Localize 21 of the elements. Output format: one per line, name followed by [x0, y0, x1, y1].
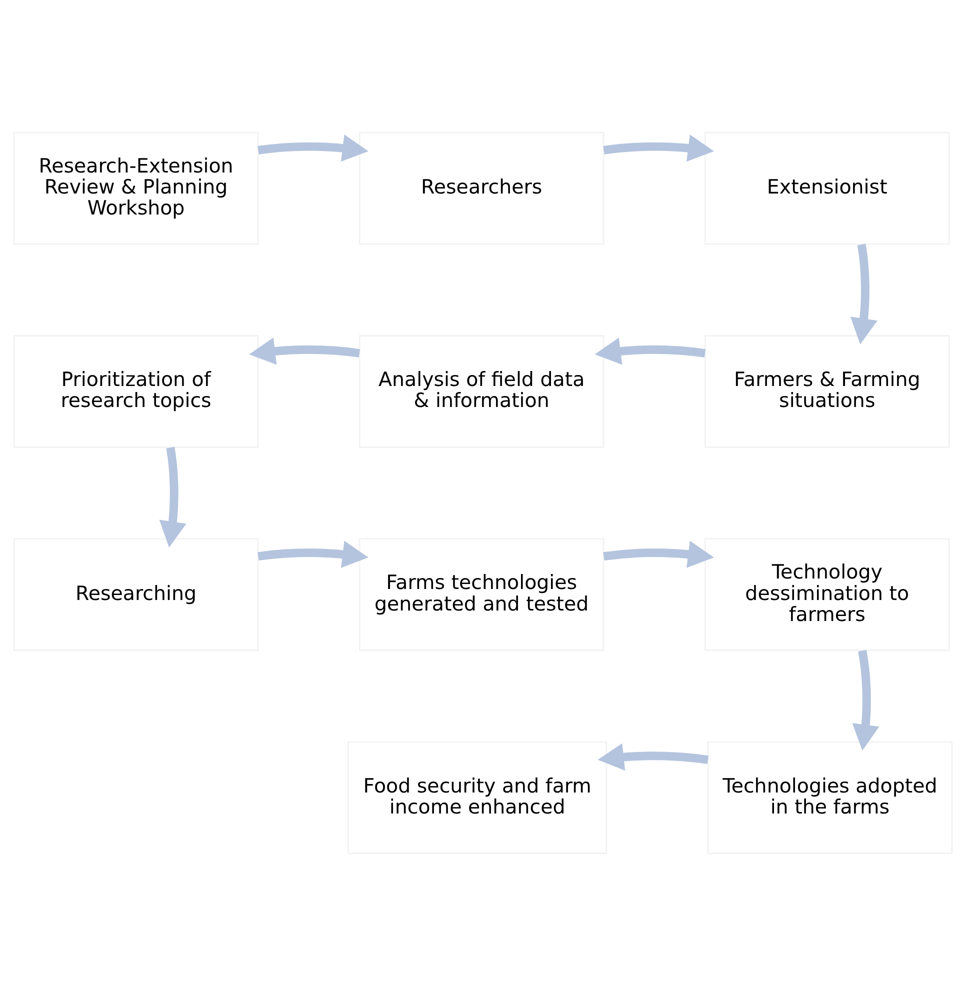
- node-box: Farms technologies generated and tested: [358, 538, 604, 651]
- arrow: [603, 134, 714, 162]
- node-box: Researching: [13, 538, 259, 651]
- arrow: [258, 540, 368, 568]
- arrow: [159, 446, 186, 548]
- node-box: Analysis of field data & information: [358, 335, 604, 448]
- node-box: Food security and farm income enhanced: [348, 741, 608, 854]
- node-box: Prioritization of research topics: [13, 335, 259, 448]
- arrow: [258, 134, 368, 162]
- node-box: Technologies adopted in the farms: [707, 741, 953, 854]
- arrow: [603, 540, 714, 568]
- node-box: Extensionist: [704, 132, 950, 245]
- node-box: Farmers & Farming situations: [704, 335, 950, 448]
- node-box: Research-Extension Review & Planning Workshop: [13, 132, 259, 245]
- arrow: [852, 650, 880, 751]
- arrow: [594, 338, 706, 365]
- arrow: [249, 338, 360, 365]
- arrow: [850, 244, 878, 344]
- node-box: Technology dessimination to farmers: [704, 538, 950, 651]
- node-box: Researchers: [358, 132, 604, 245]
- arrow: [598, 743, 708, 771]
